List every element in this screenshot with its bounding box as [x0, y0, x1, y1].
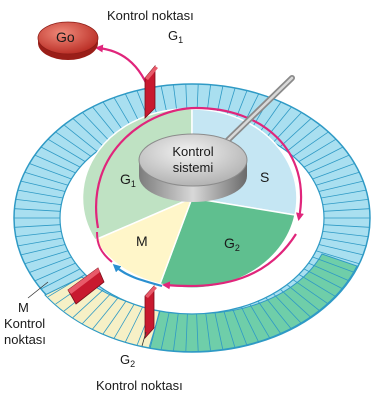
- control-system-line2: sistemi: [163, 160, 223, 176]
- control-system-line1: Kontrol: [163, 144, 223, 160]
- top-checkpoint-label: Kontrol noktası: [107, 8, 194, 23]
- m-checkpoint-label: M Kontrol noktası: [4, 300, 46, 348]
- control-system-label: Kontrol sistemi: [163, 144, 223, 176]
- phase-m-label: M: [136, 234, 148, 249]
- g2-gate-label: G2: [120, 352, 135, 372]
- phase-g2-label: G2: [224, 236, 240, 256]
- g1-gate-label: G1: [168, 28, 183, 48]
- go-label: Go: [56, 30, 75, 45]
- bottom-checkpoint-label: Kontrol noktası: [96, 378, 183, 393]
- m-checkpoint-line2: Kontrol: [4, 316, 46, 332]
- phase-s-label: S: [260, 170, 269, 185]
- m-checkpoint-line3: noktası: [4, 332, 46, 348]
- m-checkpoint-line1: M: [4, 300, 46, 316]
- phase-g1-label: G1: [120, 172, 136, 192]
